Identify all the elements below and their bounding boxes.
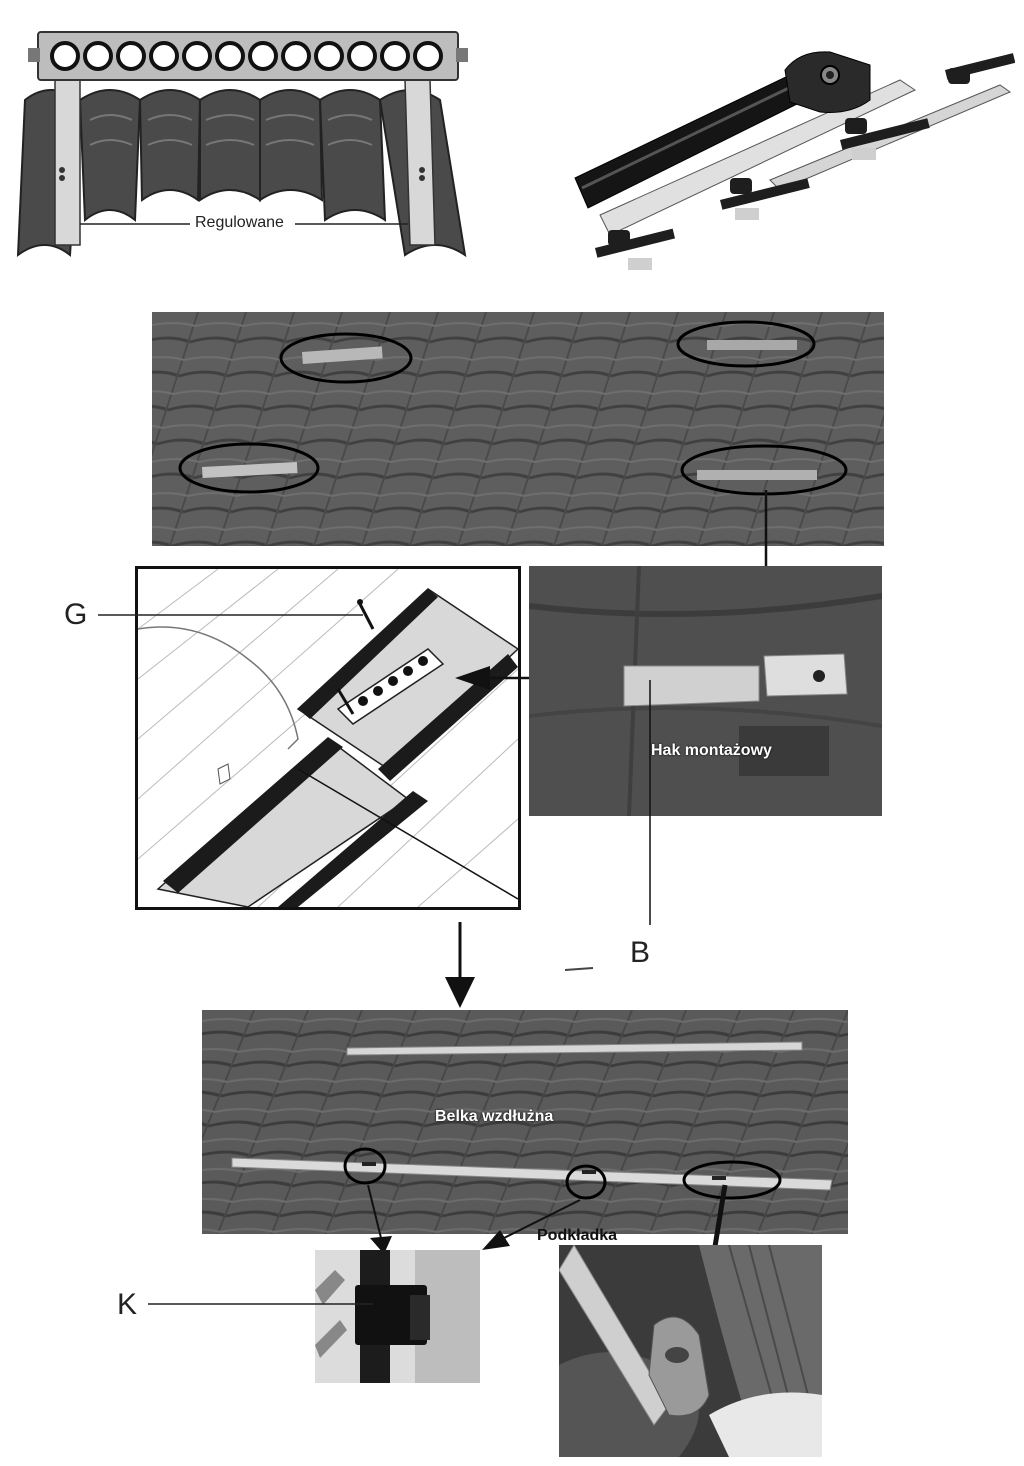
hook-plate [623, 665, 760, 707]
label-g: G [64, 598, 88, 631]
collector-side-view-diagram [570, 30, 1015, 280]
tube-ends [50, 41, 443, 71]
roof-hooks [595, 53, 1015, 258]
beam-upper [346, 1041, 803, 1056]
adjustable-label: Regulowane [195, 214, 284, 231]
roof-hooks-photo [152, 312, 884, 546]
leader-b [649, 680, 651, 925]
label-k: K [117, 1288, 138, 1321]
clamp-k [355, 1285, 427, 1345]
small-dash [565, 967, 594, 971]
washer-bracket [648, 1316, 710, 1417]
hook-installation-diagram [135, 566, 521, 910]
label-b: B [630, 936, 651, 969]
highlight-ellipses [178, 320, 848, 496]
washer-closeup-photo [559, 1245, 822, 1457]
arrow-down-2 [445, 922, 475, 1008]
leader-k [148, 1303, 373, 1305]
leader-g [98, 614, 363, 616]
mounting-hook-photo: Hak montażowy [529, 566, 882, 816]
longitudinal-beam-photo: Belka wzdłużna [202, 1010, 848, 1234]
washer-label: Podkładka [537, 1227, 618, 1244]
collector-front-view-diagram: Regulowane [10, 20, 480, 260]
clamp-closeup-photo [315, 1250, 480, 1383]
mounting-hook-label: Hak montażowy [651, 742, 772, 759]
beam-lower [231, 1157, 833, 1191]
beam-highlight-circles [343, 1147, 782, 1200]
longitudinal-beam-label: Belka wzdłużna [435, 1108, 554, 1125]
